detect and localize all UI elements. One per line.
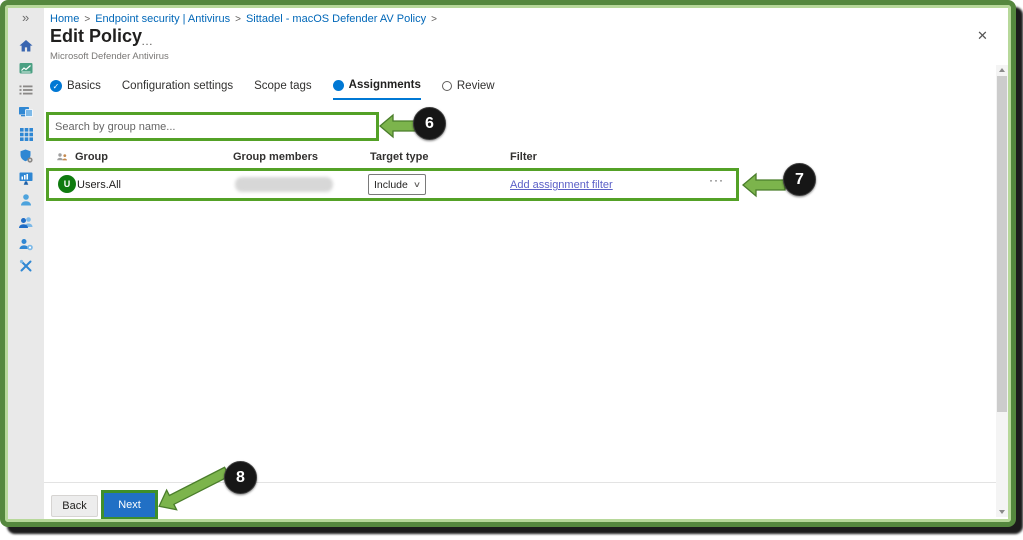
shield-gear-icon [20, 149, 33, 163]
sidebar-item-troubleshooting[interactable] [17, 258, 35, 274]
tab-label: Scope tags [254, 80, 312, 92]
tab-configuration-settings[interactable]: Configuration settings [122, 79, 233, 100]
group-avatar: U [58, 175, 76, 193]
sidebar-item-tenant-administration[interactable] [17, 236, 35, 252]
apps-icon [19, 127, 33, 141]
title-overflow-icon[interactable]: … [141, 34, 154, 48]
wizard-tabs: ✓ Basics Configuration settings Scope ta… [50, 79, 495, 100]
sidebar-collapse-icon[interactable]: » [22, 10, 30, 25]
add-assignment-filter-link[interactable]: Add assignment filter [510, 179, 613, 191]
sidebar-item-apps[interactable] [17, 126, 35, 142]
next-highlight-box: Next [101, 490, 158, 519]
tab-label: Review [456, 80, 495, 92]
annotation-arrow-6 [378, 113, 417, 139]
page-subtitle: Microsoft Defender Antivirus [50, 51, 169, 62]
sidebar-item-dashboard[interactable] [17, 60, 35, 76]
annotation-arrow-7 [741, 172, 786, 198]
breadcrumb-separator: > [431, 14, 437, 25]
all-services-icon [19, 85, 33, 95]
group-type-icon [57, 153, 67, 161]
sidebar-item-all-services[interactable] [17, 82, 35, 98]
next-button[interactable]: Next [104, 493, 155, 517]
col-group-members[interactable]: Group members [233, 151, 318, 163]
dashboard-icon [19, 63, 33, 74]
scroll-up-icon[interactable] [999, 68, 1005, 72]
breadcrumb: Home > Endpoint security | Antivirus > Sitta… [50, 13, 442, 25]
group-name[interactable]: Users.All [77, 179, 122, 191]
reports-icon [19, 172, 33, 185]
target-type-dropdown[interactable]: Include ∨ [368, 174, 426, 195]
breadcrumb-policy[interactable]: Sittadel - macOS Defender AV Policy [245, 13, 427, 25]
col-target-type[interactable]: Target type [370, 151, 429, 163]
annotation-circle-7: 7 [783, 163, 816, 196]
table-row[interactable]: U Users.All Include ∨ Add assignment fil… [49, 171, 736, 198]
footer-divider [44, 482, 996, 483]
vertical-scrollbar[interactable] [996, 65, 1008, 517]
back-button[interactable]: Back [51, 495, 98, 517]
search-highlight-box [46, 112, 379, 141]
scrollbar-thumb[interactable] [997, 76, 1007, 412]
sidebar-item-groups[interactable] [17, 214, 35, 230]
breadcrumb-separator: > [235, 14, 241, 25]
scroll-down-icon[interactable] [999, 510, 1005, 514]
breadcrumb-endpoint-security[interactable]: Endpoint security | Antivirus [95, 13, 231, 25]
breadcrumb-separator: > [84, 14, 91, 25]
sidebar-item-endpoint-security[interactable] [17, 148, 35, 164]
todo-circle-icon [441, 81, 452, 91]
sidebar-item-home[interactable] [17, 38, 35, 54]
sidebar-item-users[interactable] [17, 192, 35, 208]
tab-label: Configuration settings [121, 80, 234, 92]
tab-label: Assignments [348, 79, 421, 91]
portal-window: » [5, 5, 1011, 522]
col-group[interactable]: Group [75, 151, 108, 163]
annotation-circle-6: 6 [413, 107, 446, 140]
tab-scope-tags[interactable]: Scope tags [254, 79, 312, 100]
page-title: Edit Policy [50, 26, 143, 46]
group-members-redacted [235, 177, 333, 192]
annotation-circle-8: 8 [224, 461, 257, 494]
tenant-admin-icon [19, 239, 33, 251]
close-icon[interactable]: ✕ [977, 28, 988, 43]
user-icon [21, 194, 31, 206]
sidebar-item-devices[interactable] [17, 104, 35, 120]
home-icon [19, 40, 33, 52]
sidebar: » [8, 8, 44, 519]
breadcrumb-home[interactable]: Home [50, 13, 80, 25]
chevron-down-icon: ∨ [412, 180, 422, 189]
assignment-row-highlight-box: U Users.All Include ∨ Add assignment fil… [46, 168, 739, 201]
tab-review[interactable]: Review [441, 79, 495, 100]
group-icon [19, 217, 33, 228]
devices-icon [19, 107, 33, 117]
row-more-icon[interactable]: ··· [709, 173, 724, 187]
screenshot-frame: » [0, 0, 1016, 527]
annotation-arrow-8 [158, 466, 231, 511]
tab-label: Basics [67, 80, 101, 92]
target-type-value: Include [374, 178, 408, 191]
sidebar-item-reports[interactable] [17, 170, 35, 186]
troubleshoot-icon [19, 259, 32, 272]
active-dot-icon [332, 79, 344, 91]
check-circle-icon: ✓ [50, 80, 62, 92]
search-input[interactable] [49, 115, 376, 138]
col-filter[interactable]: Filter [510, 151, 537, 163]
tab-assignments[interactable]: Assignments [332, 79, 421, 100]
tab-basics[interactable]: ✓ Basics [50, 79, 101, 100]
